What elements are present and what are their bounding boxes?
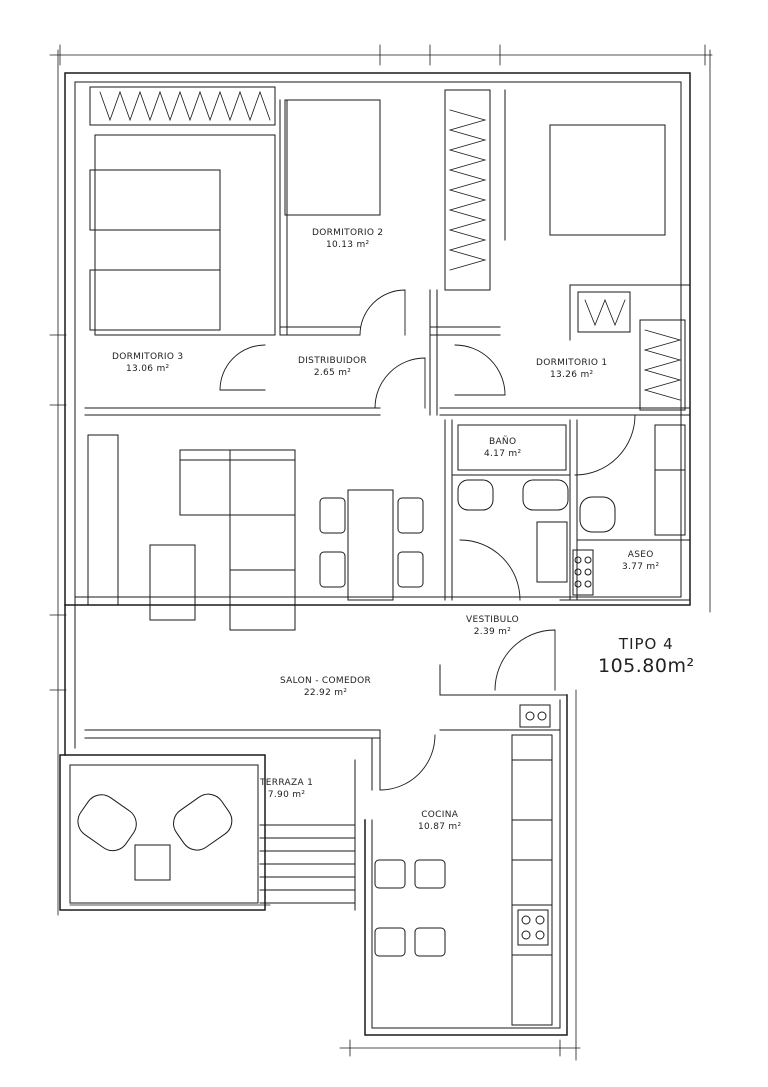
terrace-armchairs (77, 793, 233, 881)
exterior-walls (59, 72, 691, 1036)
room-name: VESTIBULO (466, 615, 519, 625)
room-label-vestibulo: VESTIBULO 2.39 m² (466, 615, 519, 637)
room-name: ASEO (627, 550, 654, 560)
bed-dormitorio-1 (504, 89, 666, 241)
kitchen-chairs (374, 859, 446, 957)
room-name: SALON - COMEDOR (280, 676, 372, 686)
room-label-cocina: COCINA 10.87 m² (418, 810, 461, 832)
unit-type-block: TIPO 4 105.80m² (598, 635, 695, 677)
room-area: 13.26 m² (550, 370, 594, 380)
room-name: COCINA (421, 810, 459, 820)
wardrobe-dormitorio-3 (89, 86, 276, 126)
room-area: 3.77 m² (622, 562, 660, 572)
wardrobe-dormitorio-1 (577, 291, 686, 411)
room-label-aseo: ASEO 3.77 m² (622, 550, 659, 572)
dimension-lines (49, 44, 713, 1061)
bed-dormitorio-3 (89, 134, 276, 336)
room-name: DORMITORIO 1 (536, 358, 608, 368)
room-name: BAÑO (489, 437, 517, 447)
unit-type-label: TIPO 4 (618, 635, 674, 653)
room-area: 7.90 m² (267, 790, 306, 800)
room-label-dormitorio-3: DORMITORIO 3 13.06 m² (112, 352, 183, 374)
room-name: DISTRIBUIDOR (298, 356, 367, 366)
room-area: 4.17 m² (484, 449, 522, 459)
room-label-distribuidor: DISTRIBUIDOR 2.65 m² (298, 356, 367, 378)
tv-unit (87, 434, 119, 606)
room-name: DORMITORIO 3 (112, 352, 184, 362)
room-area: 10.87 m² (418, 822, 462, 832)
room-label-bano: BAÑO 4.17 m² (484, 437, 521, 459)
sofa (179, 449, 296, 631)
coffee-table (149, 544, 196, 621)
room-label-terraza: TERRAZA 1 7.90 m² (260, 778, 313, 800)
door-swings (219, 289, 636, 791)
room-label-salon-comedor: SALON - COMEDOR 22.92 m² (280, 676, 371, 698)
dining-set (319, 489, 424, 601)
room-area: 2.39 m² (473, 627, 512, 637)
interior-walls (84, 99, 691, 791)
room-area: 2.65 m² (313, 368, 352, 378)
unit-total-area: 105.80m² (598, 655, 695, 677)
bed-dormitorio-2 (284, 99, 381, 216)
kitchen-counter (511, 704, 553, 1026)
stairs (259, 759, 356, 911)
bath-fixtures (457, 424, 686, 596)
room-name: TERRAZA 1 (260, 778, 314, 788)
room-label-dormitorio-1: DORMITORIO 1 13.26 m² (536, 358, 607, 380)
room-area: 22.92 m² (303, 688, 348, 698)
wardrobe-central (444, 89, 491, 291)
room-area: 10.13 m² (326, 240, 370, 250)
room-label-dormitorio-2: DORMITORIO 2 10.13 m² (312, 228, 383, 250)
room-area: 13.06 m² (126, 364, 170, 374)
room-name: DORMITORIO 2 (312, 228, 384, 238)
